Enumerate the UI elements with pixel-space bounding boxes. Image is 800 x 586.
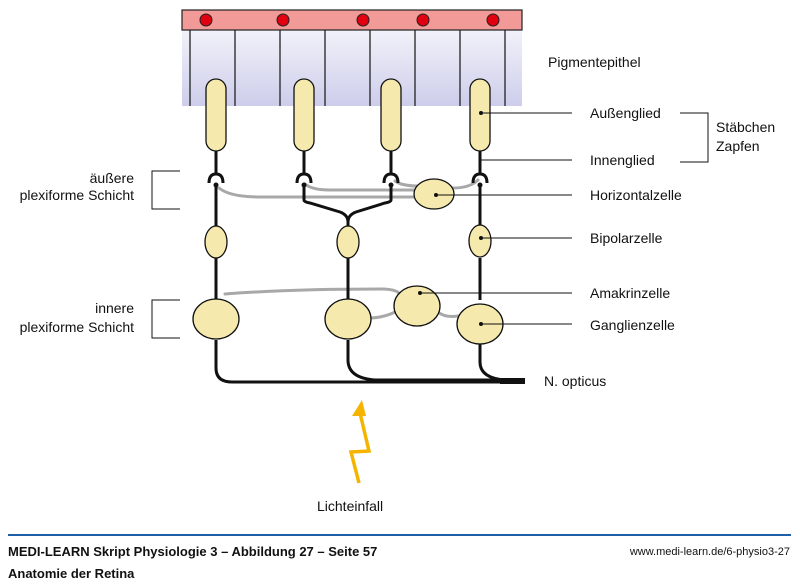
pigment-band bbox=[181, 9, 523, 31]
amacrine-process bbox=[370, 310, 397, 320]
bracket-photoreceptor bbox=[680, 112, 709, 163]
amacrine-process bbox=[223, 287, 402, 298]
bipolar-cell bbox=[336, 225, 360, 259]
label-pigmentepithel: Pigmentepithel bbox=[548, 54, 641, 70]
horizontal-process bbox=[303, 182, 417, 192]
label-zapfen: Zapfen bbox=[716, 138, 760, 154]
label-lichteinfall: Lichteinfall bbox=[317, 498, 383, 514]
bracket-outer-plexiform bbox=[151, 170, 180, 210]
pigment-granules bbox=[199, 13, 500, 27]
photoreceptor-outer-segment bbox=[469, 78, 491, 152]
footer-title: MEDI-LEARN Skript Physiologie 3 – Abbild… bbox=[8, 544, 378, 559]
label-bipolarzelle: Bipolarzelle bbox=[590, 230, 663, 246]
photoreceptor-outer-segment bbox=[205, 78, 227, 152]
synaptic-terminals bbox=[207, 172, 489, 184]
label-innere-2: plexiforme Schicht bbox=[20, 319, 134, 335]
photoreceptor-outer-segment bbox=[380, 78, 402, 152]
horizontal-process bbox=[217, 186, 417, 199]
footer-url[interactable]: www.medi-learn.de/6-physio3-27 bbox=[629, 546, 790, 558]
pigment-epithelium bbox=[181, 9, 523, 106]
pigment-granule bbox=[416, 13, 430, 27]
label-horizontalzelle: Horizontalzelle bbox=[590, 187, 682, 203]
retina-diagram: Pigmentepithel Außenglied Innenglied Stä… bbox=[20, 9, 775, 514]
pigment-granule bbox=[276, 13, 290, 27]
label-aussenglied: Außenglied bbox=[590, 105, 661, 121]
pigment-granule bbox=[199, 13, 213, 27]
footer-subtitle: Anatomie der Retina bbox=[8, 566, 135, 581]
label-staebchen: Stäbchen bbox=[716, 119, 775, 135]
label-n-opticus: N. opticus bbox=[544, 373, 606, 389]
horizontal-process bbox=[451, 178, 480, 190]
horizontal-process bbox=[393, 179, 420, 188]
bracket-inner-plexiform bbox=[151, 299, 180, 339]
pigment-granule bbox=[486, 13, 500, 27]
gray-processes bbox=[217, 178, 480, 320]
label-aeussere-1: äußere bbox=[90, 170, 135, 186]
label-amakrinzelle: Amakrinzelle bbox=[590, 285, 670, 301]
pigment-granule bbox=[356, 13, 370, 27]
label-ganglienzelle: Ganglienzelle bbox=[590, 317, 675, 333]
amacrine-cell bbox=[393, 285, 441, 327]
footer-rule bbox=[8, 534, 791, 536]
label-innere-1: innere bbox=[95, 300, 134, 316]
label-innenglied: Innenglied bbox=[590, 152, 655, 168]
leader-lines bbox=[151, 112, 709, 339]
photoreceptors bbox=[205, 78, 491, 188]
epithelium-dividers bbox=[189, 30, 506, 106]
ganglion-cell bbox=[192, 298, 240, 340]
bipolar-cell bbox=[468, 224, 492, 258]
photoreceptor-outer-segment bbox=[293, 78, 315, 152]
bipolar-cell bbox=[204, 225, 228, 259]
ganglion-cell bbox=[324, 298, 372, 340]
neural-paths bbox=[214, 185, 525, 384]
amacrine-process bbox=[436, 310, 460, 318]
light-arrow-icon bbox=[348, 400, 372, 484]
horizontal-cell bbox=[413, 178, 455, 210]
label-aeussere-2: plexiforme Schicht bbox=[20, 187, 134, 203]
